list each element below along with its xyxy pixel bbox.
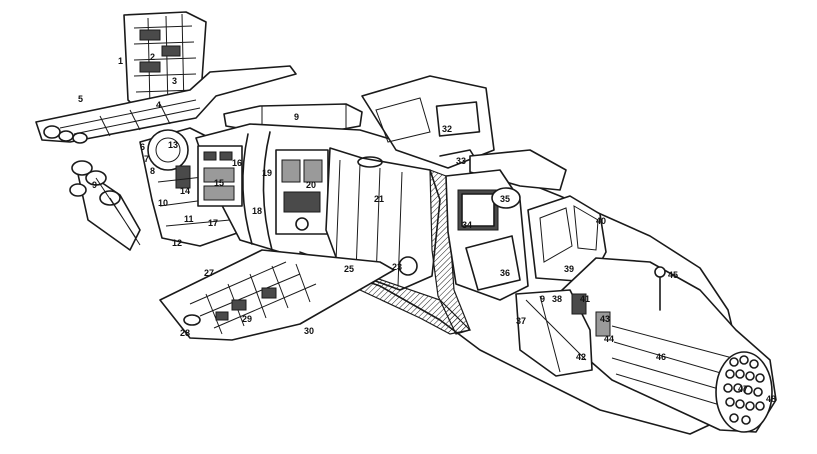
windscreen — [527, 195, 607, 283]
callout-17: 17 — [208, 218, 218, 228]
callout-21: 21 — [374, 194, 384, 204]
callout-41: 41 — [580, 294, 590, 304]
callout-47: 47 — [738, 384, 748, 394]
wing — [159, 249, 395, 341]
cockpit — [445, 169, 529, 301]
callout-labels: 1 2 3 4 5 6 7 8 9 9 9 10 11 12 13 14 15 … — [78, 52, 776, 404]
callout-4: 4 — [156, 100, 161, 110]
upper-deck — [469, 149, 567, 191]
callout-33: 33 — [456, 156, 466, 166]
callout-43: 43 — [600, 314, 610, 324]
callout-27: 27 — [204, 268, 214, 278]
canopy — [361, 75, 495, 169]
nose-section — [515, 257, 777, 433]
callout-32: 32 — [442, 124, 452, 134]
callout-46: 46 — [656, 352, 666, 362]
callout-40: 40 — [596, 216, 606, 226]
callout-34: 34 — [462, 220, 472, 230]
callout-11: 11 — [184, 214, 194, 224]
callout-42: 42 — [576, 352, 586, 362]
callout-18: 18 — [252, 206, 262, 216]
callout-7: 7 — [144, 154, 149, 164]
callout-39: 39 — [564, 264, 574, 274]
callout-8: 8 — [150, 166, 155, 176]
tailplane — [35, 65, 297, 144]
callout-13: 13 — [168, 140, 178, 150]
callout-6: 6 — [140, 142, 145, 152]
callout-37: 37 — [516, 316, 526, 326]
callout-2: 2 — [150, 52, 155, 62]
callout-44: 44 — [604, 334, 614, 344]
callout-16: 16 — [232, 158, 242, 168]
callout-5: 5 — [78, 94, 83, 104]
callout-9-cockpit: 9 — [540, 294, 545, 304]
callout-9-rockets: 9 — [92, 180, 97, 190]
callout-3: 3 — [172, 76, 177, 86]
callout-36: 36 — [500, 268, 510, 278]
callout-10: 10 — [158, 198, 168, 208]
callout-19: 19 — [262, 168, 272, 178]
callout-20: 20 — [306, 180, 316, 190]
callout-23: 23 — [392, 262, 402, 272]
callout-35: 35 — [500, 194, 510, 204]
callout-29: 29 — [242, 314, 252, 324]
rocket-pods — [69, 160, 141, 251]
callout-9-upper: 9 — [294, 112, 299, 122]
callout-45: 45 — [668, 270, 678, 280]
callout-1: 1 — [118, 56, 123, 66]
callout-15: 15 — [214, 178, 224, 188]
callout-25: 25 — [344, 264, 354, 274]
callout-14: 14 — [180, 186, 190, 196]
callout-48: 48 — [766, 394, 776, 404]
callout-12: 12 — [172, 238, 182, 248]
callout-28: 28 — [180, 328, 190, 338]
callout-38: 38 — [552, 294, 562, 304]
callout-30: 30 — [304, 326, 314, 336]
